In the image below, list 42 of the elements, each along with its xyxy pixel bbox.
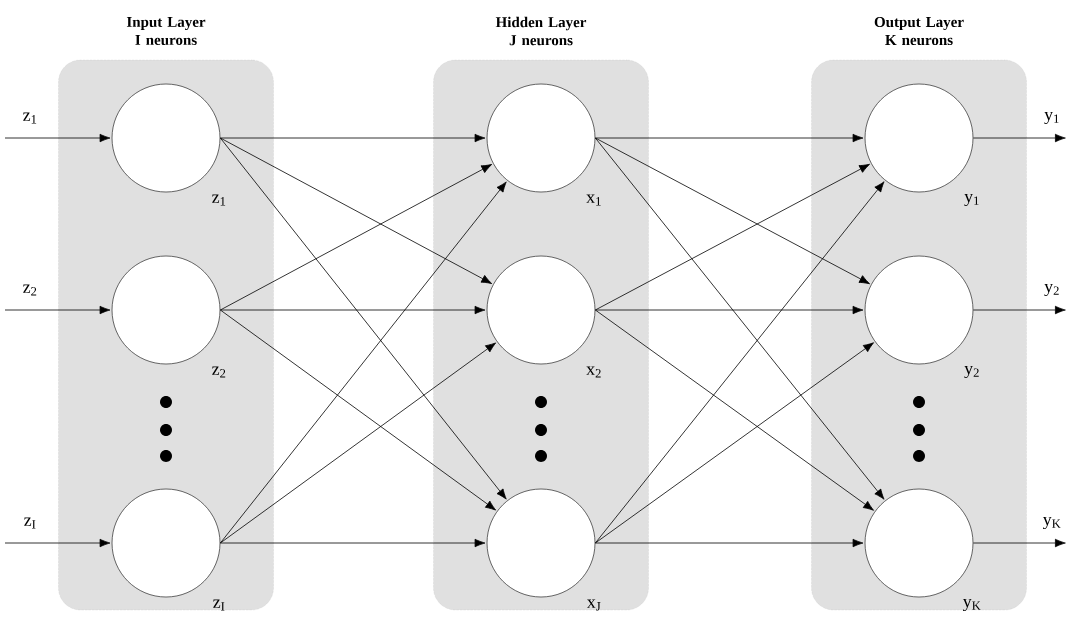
neuron-label: z$_{1}$ [212, 194, 226, 206]
arrow [594, 309, 874, 511]
arrow [219, 181, 507, 544]
arrow [4, 538, 111, 548]
arrow [972, 538, 1066, 548]
arrow [594, 538, 864, 548]
arrow [219, 538, 486, 548]
neuron-label: z$_{I}$ [213, 599, 225, 611]
edge-label: z$_{I}$ [22, 516, 38, 530]
edge-label: y$_{K}$ [1041, 515, 1063, 531]
layer-heading: Hidden Layer J neurons [495, 16, 587, 46]
arrow [219, 305, 486, 315]
arrow [972, 133, 1066, 143]
arrow [219, 342, 497, 544]
layer-heading: Input Layer I neurons [126, 17, 206, 45]
neuron-label: x$_{1}$ [586, 194, 601, 206]
arrow [594, 181, 885, 544]
arrow [594, 137, 885, 500]
edge-label: z$_{1}$ [21, 111, 39, 125]
arrow [972, 305, 1066, 315]
neuron-label: y$_{2}$ [964, 365, 979, 379]
arrow [4, 133, 111, 143]
edge-label: y$_{2}$ [1043, 282, 1061, 298]
arrow [219, 137, 493, 284]
layer-heading: Output Layer K neurons [874, 16, 964, 46]
neuron-label: y$_{1}$ [964, 193, 979, 207]
arrow [219, 133, 486, 143]
arrow [219, 164, 493, 311]
neuron-label: y$_{K}$ [962, 598, 981, 612]
arrow [594, 133, 864, 143]
arrow [594, 342, 874, 544]
arrow [219, 309, 497, 511]
edge-label: z$_{2}$ [21, 283, 39, 297]
arrow [594, 163, 870, 311]
arrow [4, 305, 111, 315]
arrow [594, 137, 870, 285]
edge-label: y$_{1}$ [1043, 110, 1061, 126]
arrow [594, 305, 864, 315]
neuron-label: z$_{2}$ [212, 366, 226, 378]
neuron-label: x$_{2}$ [586, 366, 601, 378]
neuron-label: x$_{J}$ [586, 599, 601, 611]
arrow [219, 137, 507, 500]
